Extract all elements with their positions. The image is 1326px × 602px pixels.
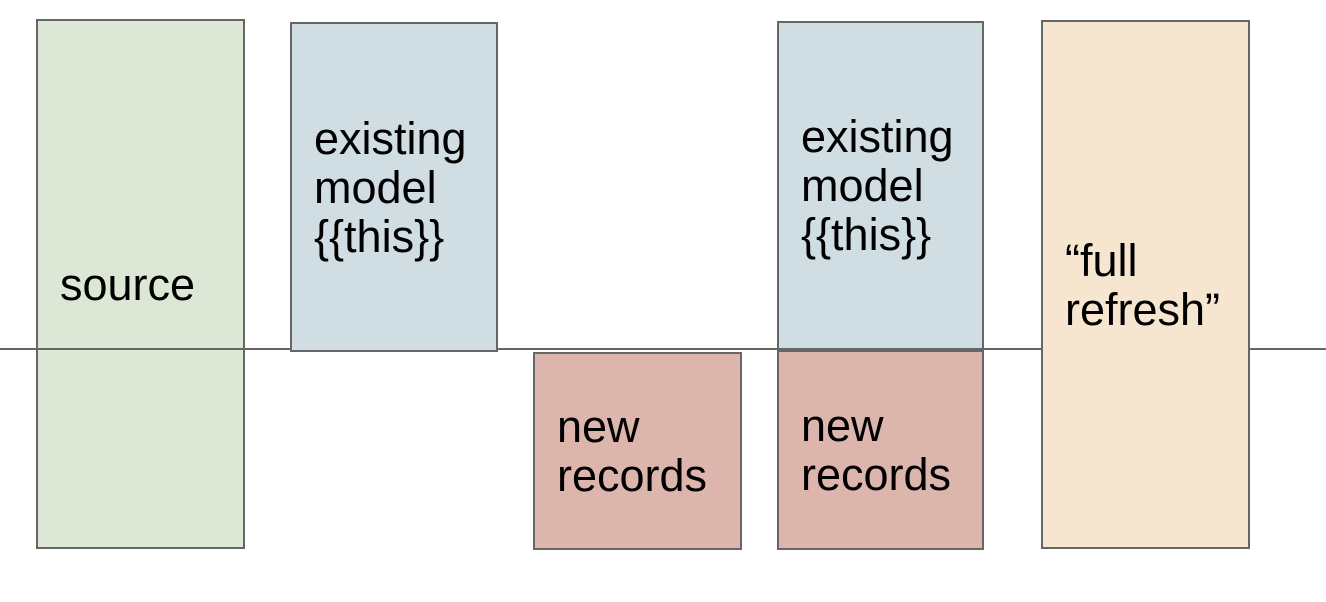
source-box: source — [36, 19, 245, 549]
existing-model-box-1-label: existing model {{this}} — [314, 112, 467, 262]
new-records-box-1-label: new records — [557, 401, 708, 501]
new-records-box-2: new records — [777, 350, 984, 550]
existing-model-box-2: existing model {{this}} — [777, 21, 984, 350]
timeline-axis-line — [0, 348, 1326, 350]
full-refresh-box: “full refresh” — [1041, 20, 1250, 549]
source-box-label: source — [60, 258, 196, 310]
existing-model-box-1: existing model {{this}} — [290, 22, 498, 352]
full-refresh-box-label: “full refresh” — [1065, 234, 1221, 335]
existing-model-box-2-label: existing model {{this}} — [801, 111, 954, 260]
new-records-box-2-label: new records — [801, 400, 952, 500]
new-records-box-1: new records — [533, 352, 742, 550]
